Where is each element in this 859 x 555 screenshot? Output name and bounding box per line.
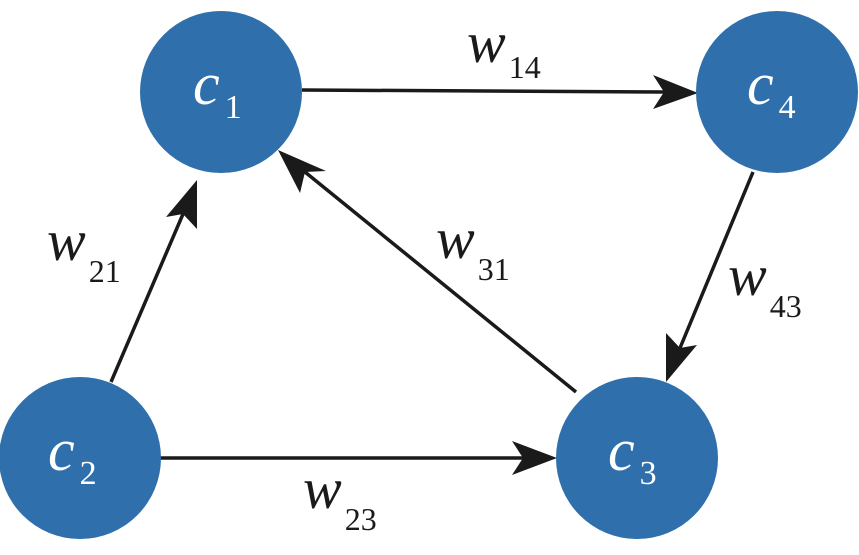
edge-label-w31-symbol: w xyxy=(436,206,475,271)
node-c4-symbol: c xyxy=(747,51,774,117)
edge-label-w31: w31 xyxy=(436,206,510,287)
edge-label-w21: w21 xyxy=(47,208,121,289)
edge-c2-c1 xyxy=(109,180,197,383)
node-c2-subscript: 2 xyxy=(80,455,97,492)
edge-label-w43-subscript: 43 xyxy=(770,288,802,324)
arrowhead-c2-c3 xyxy=(512,441,557,475)
node-c4-subscript: 4 xyxy=(779,89,796,126)
edge-label-w43-symbol: w xyxy=(728,243,767,308)
edge-label-w14-symbol: w xyxy=(467,10,506,75)
node-c1-symbol: c xyxy=(193,51,220,117)
arrowhead-c3-c1 xyxy=(278,150,326,193)
node-c3-symbol: c xyxy=(608,417,635,483)
node-c3-subscript: 3 xyxy=(640,455,657,492)
edge-label-w14-subscript: 14 xyxy=(509,49,541,85)
node-c2-circle xyxy=(0,377,161,539)
edge-c2-c3 xyxy=(160,441,557,475)
node-c1-subscript: 1 xyxy=(225,89,242,126)
edge-label-w21-subscript: 21 xyxy=(89,253,121,289)
node-c1-circle xyxy=(140,11,302,173)
edge-labels: w14 w21 w31 w43 w23 xyxy=(47,10,802,537)
edge-label-w43: w43 xyxy=(728,243,802,324)
edge-c4-c3 xyxy=(666,171,755,382)
node-c4-circle xyxy=(696,11,858,173)
edge-label-w14: w14 xyxy=(467,10,541,85)
arrowhead-c2-c1 xyxy=(166,180,197,229)
arrowhead-c1-c4 xyxy=(653,75,698,109)
edge-label-w23: w23 xyxy=(303,456,377,537)
edge-label-w21-symbol: w xyxy=(47,208,86,273)
edge-c1-c4 xyxy=(301,75,698,109)
edge-label-w23-symbol: w xyxy=(303,456,342,521)
edge-label-w31-subscript: 31 xyxy=(478,251,510,287)
edges xyxy=(109,75,755,475)
node-c2-symbol: c xyxy=(48,417,75,483)
node-c3-circle xyxy=(556,377,718,539)
edge-label-w23-subscript: 23 xyxy=(345,501,377,537)
edge-c3-c1 xyxy=(278,150,578,394)
arrowhead-c4-c3 xyxy=(666,333,697,382)
